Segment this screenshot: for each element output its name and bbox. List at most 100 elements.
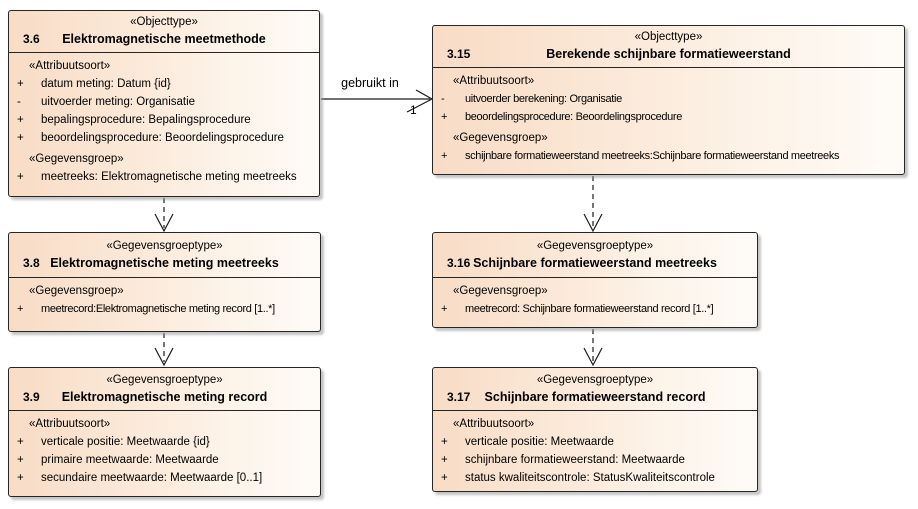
section-header: «Attribuutsoort»	[29, 418, 111, 430]
attribute-row: + primaire meetwaarde: Meetwaarde	[9, 451, 320, 469]
stereotype-label: «Objecttype»	[130, 16, 198, 28]
association-multiplicity: 1	[410, 103, 417, 117]
class-name: Elektromagnetische meting record	[61, 390, 268, 404]
attribute-row: + verticale positie: Meetwaarde	[433, 433, 757, 451]
class-name: Schijnbare formatieweerstand meetreeks	[473, 256, 717, 270]
visibility-marker: +	[17, 454, 24, 466]
section-header: «Attribuutsoort»	[29, 60, 111, 72]
attribute-row: - uitvoerder berekening: Organisatie	[433, 90, 904, 108]
class-attributes: «Attribuutsoort» + verticale positie: Mee…	[9, 411, 320, 487]
visibility-marker: +	[17, 436, 24, 448]
class-title: 3.6 Elektromagnetische meetmethode	[9, 30, 319, 49]
attribute-row: + beoordelingsprocedure: Beoordelingsproc…	[9, 129, 319, 147]
stereotype-label: «Gegevensgroeptype»	[106, 374, 223, 386]
class-title: 3.8 Elektromagnetische meting meetreeks	[9, 254, 320, 273]
stereotype-label: «Objecttype»	[634, 31, 703, 43]
attribute-row: - uitvoerder meting: Organisatie	[9, 93, 319, 111]
attribute-text: meetreeks: Elektromagnetische meting mee…	[41, 171, 297, 183]
attribute-row: + verticale positie: Meetwaarde {id}	[9, 433, 320, 451]
class-box-schijnbare-formatieweerstand-record: «Gegevensgroeptype» 3.17 Schijnbare form…	[432, 367, 758, 492]
class-attributes: «Attribuutsoort» +verticale positie: Mee…	[433, 411, 757, 487]
section-header: «Gegevensgroep»	[29, 285, 124, 297]
attribute-row: + meetreeks: Elektromagnetische meting me…	[9, 168, 319, 186]
dependency-arrow-3-6-to-3-8	[154, 198, 174, 233]
section-header: «Gegevensgroep»	[453, 285, 548, 297]
class-number: 3.16	[447, 256, 471, 270]
visibility-marker: +	[17, 132, 24, 144]
attribute-text: uitvoerder berekening: Organisatie	[465, 93, 622, 105]
stereotype-label: «Gegevensgroeptype»	[106, 240, 223, 252]
attribute-row: + schijnbare formatieweerstand meetreeks:…	[433, 147, 904, 165]
attribute-row: + status kwaliteitscontrole: StatusKwalit…	[433, 469, 757, 487]
class-name: Elektromagnetische meting meetreeks	[50, 256, 279, 270]
attribute-text: secundaire meetwaarde: Meetwaarde [0..1]	[41, 472, 263, 484]
attribute-row: + secundaire meetwaarde: Meetwaarde [0..1…	[9, 469, 320, 487]
class-number: 3.8	[23, 256, 40, 270]
visibility-marker: +	[441, 454, 448, 466]
section-header: «Attribuutsoort»	[453, 75, 535, 87]
visibility-marker: +	[441, 150, 448, 162]
class-attributes: «Attribuutsoort» +datum meting: Datum {i…	[9, 53, 319, 186]
open-arrowhead-icon	[154, 347, 174, 367]
attribute-text: status kwaliteitscontrole: StatusKwalite…	[465, 472, 715, 484]
visibility-marker: +	[17, 114, 24, 126]
visibility-marker: +	[17, 78, 24, 90]
attribute-text: meetrecord:Elektromagnetische meting rec…	[41, 303, 275, 315]
visibility-marker: +	[441, 436, 448, 448]
attribute-text: schijnbare formatieweerstand: Meetwaarde	[465, 454, 685, 466]
open-arrowhead-icon	[583, 213, 603, 233]
dependency-arrow-3-15-to-3-16	[583, 176, 603, 233]
open-arrowhead-icon	[583, 347, 603, 367]
visibility-marker: +	[17, 171, 24, 183]
class-box-elektromagnetische-meting-meetreeks: «Gegevensgroeptype» 3.8 Elektromagnetisc…	[8, 232, 321, 332]
class-header: «Objecttype» 3.15 Berekende schijnbare f…	[433, 26, 904, 68]
attribute-text: meetrecord: Schijnbare formatieweerstand…	[465, 303, 714, 315]
attribute-row: + meetrecord: Schijnbare formatieweerstan…	[433, 300, 757, 318]
visibility-marker: +	[17, 472, 24, 484]
class-header: «Objecttype» 3.6 Elektromagnetische meet…	[9, 11, 319, 53]
class-box-elektromagnetische-meting-record: «Gegevensgroeptype» 3.9 Elektromagnetisc…	[8, 367, 321, 497]
class-header: «Gegevensgroeptype» 3.16 Schijnbare form…	[433, 233, 757, 278]
visibility-marker: +	[441, 303, 448, 315]
attribute-text: beoordelingsprocedure: Beoordelingsproce…	[41, 132, 284, 144]
attribute-text: uitvoerder meting: Organisatie	[41, 96, 196, 108]
class-title: 3.17 Schijnbare formatieweerstand record	[433, 388, 757, 407]
attribute-text: verticale positie: Meetwaarde {id}	[41, 436, 210, 448]
visibility-marker: +	[441, 472, 448, 484]
class-title: 3.15 Berekende schijnbare formatieweerst…	[433, 45, 904, 64]
attribute-text: primaire meetwaarde: Meetwaarde	[41, 454, 219, 466]
attribute-row: + schijnbare formatieweerstand: Meetwaard…	[433, 451, 757, 469]
visibility-marker: -	[17, 96, 21, 108]
dependency-arrow-3-16-to-3-17	[583, 329, 603, 367]
class-name: Elektromagnetische meetmethode	[62, 32, 266, 46]
class-number: 3.6	[23, 32, 40, 46]
attribute-text: bepalingsprocedure: Bepalingsprocedure	[41, 114, 251, 126]
attribute-row: + beoordelingsprocedure: Beoordelingsproc…	[433, 108, 904, 126]
stereotype-label: «Gegevensgroeptype»	[536, 374, 654, 386]
attribute-text: verticale positie: Meetwaarde	[465, 436, 614, 448]
attribute-text: schijnbare formatieweerstand meetreeks:S…	[465, 150, 840, 162]
open-arrowhead-icon	[154, 213, 174, 233]
class-name: Berekende schijnbare formatieweerstand	[546, 47, 791, 61]
visibility-marker: +	[441, 111, 448, 123]
attribute-row: +datum meting: Datum {id}	[9, 75, 319, 93]
class-header: «Gegevensgroeptype» 3.9 Elektromagnetisc…	[9, 368, 320, 411]
visibility-marker: +	[17, 303, 24, 315]
class-title: 3.9 Elektromagnetische meting record	[9, 388, 320, 407]
class-box-schijnbare-formatieweerstand-meetreeks: «Gegevensgroeptype» 3.16 Schijnbare form…	[432, 232, 758, 328]
stereotype-label: «Gegevensgroeptype»	[536, 240, 654, 252]
class-number: 3.15	[447, 47, 471, 61]
attribute-text: beoordelingsprocedure: Beoordelingsproce…	[465, 111, 682, 123]
class-number: 3.9	[23, 390, 40, 404]
section-header: «Gegevensgroep»	[453, 132, 548, 144]
class-header: «Gegevensgroeptype» 3.17 Schijnbare form…	[433, 368, 757, 411]
section-header: «Gegevensgroep»	[29, 153, 124, 165]
visibility-marker: -	[441, 93, 445, 105]
class-title: 3.16 Schijnbare formatieweerstand meetre…	[433, 254, 757, 273]
dependency-arrow-3-8-to-3-9	[154, 333, 174, 367]
class-header: «Gegevensgroeptype» 3.8 Elektromagnetisc…	[9, 233, 320, 278]
class-attributes: «Attribuutsoort» - uitvoerder berekening:…	[433, 68, 904, 165]
class-attributes: «Gegevensgroep» + meetrecord: Schijnbare …	[433, 278, 757, 318]
